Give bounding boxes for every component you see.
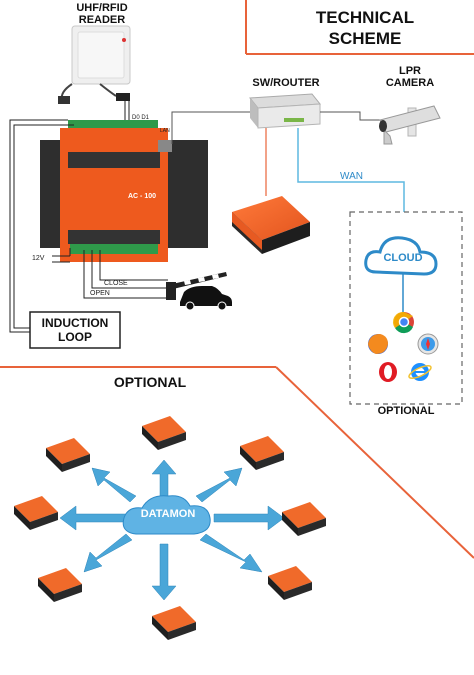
induction-loop-label-line2: LOOP bbox=[57, 330, 92, 344]
uhf-reader-label-line2: READER bbox=[78, 14, 126, 26]
server-device bbox=[282, 502, 326, 536]
rfid-reader-icon bbox=[58, 25, 131, 104]
opera-icon bbox=[379, 362, 397, 382]
ie-icon bbox=[408, 363, 432, 381]
open-label: OPEN bbox=[90, 290, 110, 297]
cloud-icon bbox=[364, 236, 438, 276]
server-device bbox=[14, 496, 58, 530]
power-wires bbox=[52, 248, 71, 263]
optional-cloud-region bbox=[349, 211, 463, 405]
datamon-arrows bbox=[59, 459, 285, 601]
safari-icon bbox=[417, 333, 439, 355]
induction-loop-box bbox=[29, 311, 121, 349]
wan-label: WAN bbox=[340, 171, 363, 182]
server-devices bbox=[14, 416, 326, 640]
server-device bbox=[46, 438, 90, 472]
router-label: SW/ROUTER bbox=[252, 77, 320, 89]
server-device bbox=[38, 568, 82, 602]
uhf-reader-label-line1: UHF/RFID bbox=[76, 2, 128, 14]
lpr-camera-label-line2: CAMERA bbox=[385, 77, 435, 89]
cloud-label: CLOUD bbox=[383, 252, 423, 264]
close-label: CLOSE bbox=[104, 280, 128, 287]
server-icon bbox=[232, 196, 310, 254]
firefox-icon bbox=[368, 334, 388, 354]
camera-icon bbox=[379, 105, 441, 145]
voltage-label: 12V bbox=[32, 255, 45, 262]
optional-right-label: OPTIONAL bbox=[377, 405, 435, 417]
optional-section-frame bbox=[0, 366, 474, 559]
chrome-icon bbox=[392, 311, 414, 334]
datamon-label: DATAMON bbox=[140, 508, 196, 520]
barrier-icon bbox=[166, 272, 227, 300]
controller-router-link bbox=[171, 111, 250, 144]
server-device bbox=[240, 436, 284, 470]
scheme-title-line1: TECHNICAL bbox=[315, 8, 415, 27]
optional-bottom-label: OPTIONAL bbox=[113, 374, 187, 390]
car-icon bbox=[180, 286, 232, 311]
scheme-title-line2: SCHEME bbox=[328, 29, 402, 48]
title-frame bbox=[245, 0, 474, 55]
controller-device bbox=[40, 120, 208, 262]
server-device bbox=[268, 566, 312, 600]
induction-loop-label-line1: INDUCTION bbox=[41, 316, 109, 330]
wan-link bbox=[297, 128, 405, 212]
server-device bbox=[142, 416, 186, 450]
lpr-camera-label-line1: LPR bbox=[399, 65, 421, 77]
datamon-cloud-icon bbox=[122, 495, 211, 535]
server-device bbox=[152, 606, 196, 640]
barrier-control-wires bbox=[83, 250, 168, 299]
controller-model-label: AC - 100 bbox=[128, 193, 157, 200]
router-icon bbox=[249, 93, 321, 129]
induction-loop-wires bbox=[9, 119, 74, 333]
router-camera-link bbox=[320, 111, 388, 121]
lan-port-label: LAN bbox=[160, 128, 170, 134]
d0d1-label: D0 D1 bbox=[132, 115, 150, 121]
